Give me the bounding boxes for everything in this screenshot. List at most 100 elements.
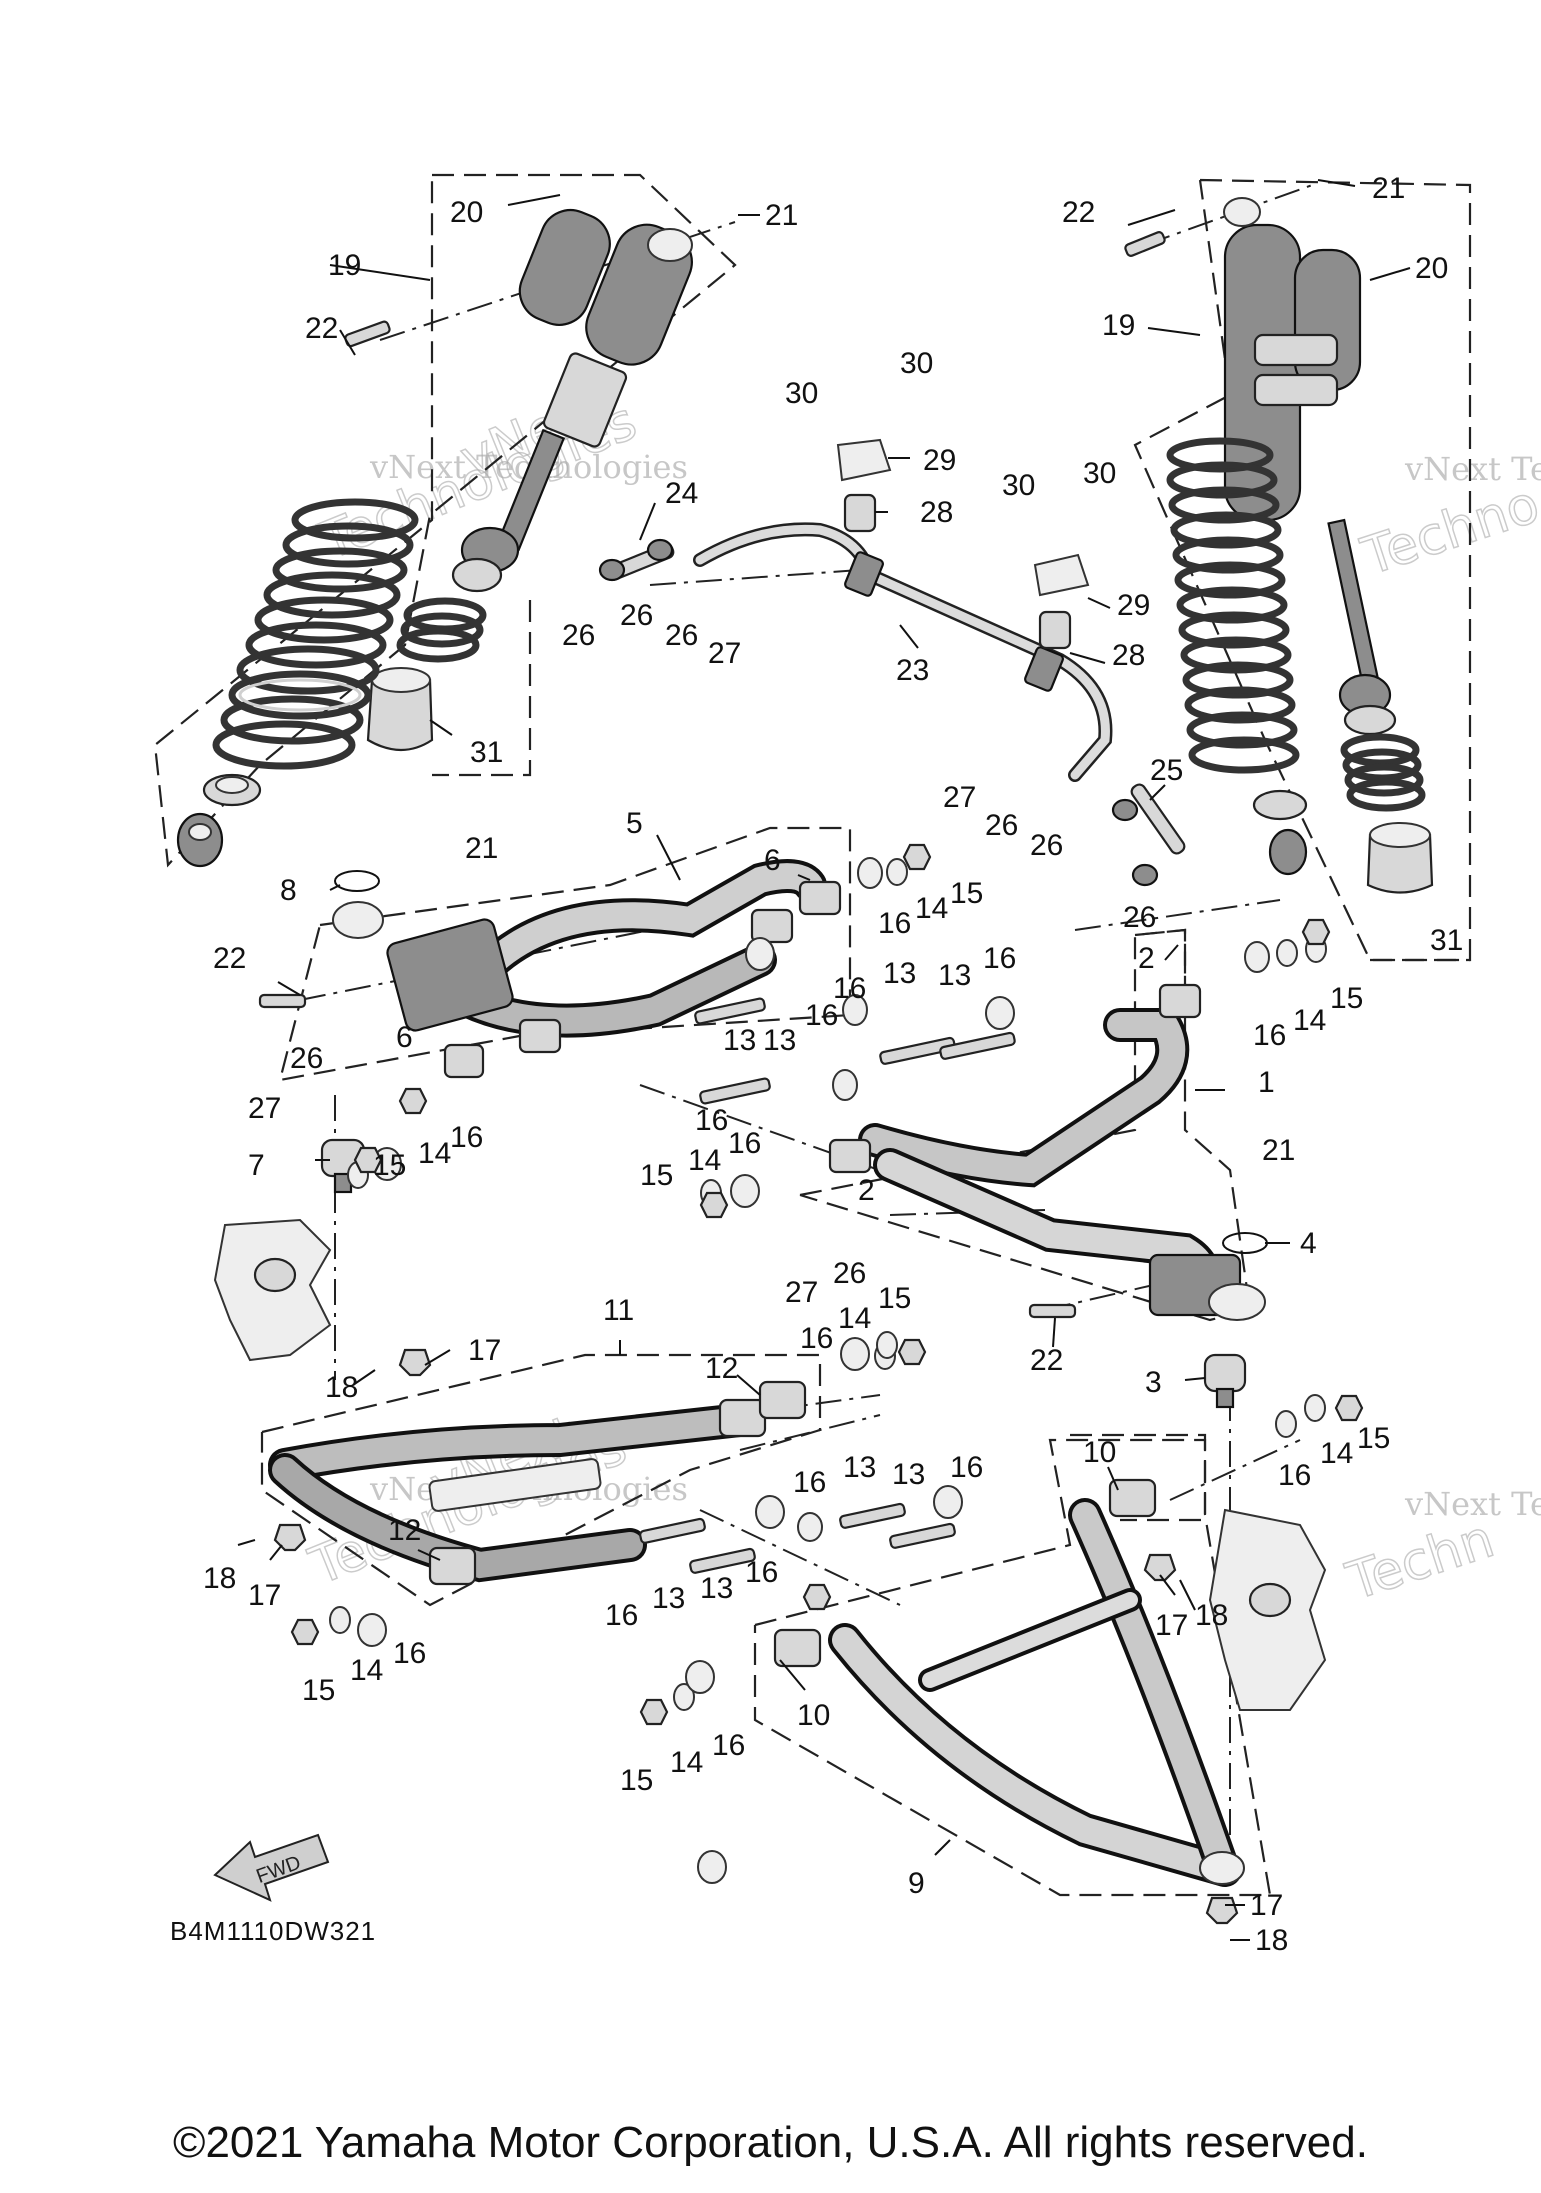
callout-17: 17 xyxy=(248,1579,281,1612)
callout-16: 16 xyxy=(983,942,1016,975)
callout-26: 26 xyxy=(1123,901,1156,934)
callout-5: 5 xyxy=(626,807,643,840)
callout-16: 16 xyxy=(800,1322,833,1355)
callout-30: 30 xyxy=(1083,457,1116,490)
callout-13: 13 xyxy=(763,1024,796,1057)
callout-26: 26 xyxy=(290,1042,323,1075)
callout-12: 12 xyxy=(388,1514,421,1547)
callout-22: 22 xyxy=(1062,196,1095,229)
callout-10: 10 xyxy=(797,1699,830,1732)
callout-18: 18 xyxy=(203,1562,236,1595)
callout-15: 15 xyxy=(640,1159,673,1192)
callout-6: 6 xyxy=(764,844,781,877)
stabilizer-link-left xyxy=(598,538,675,582)
right-spring-seat xyxy=(1252,789,1308,821)
callout-20: 20 xyxy=(450,196,483,229)
callout-14: 14 xyxy=(838,1302,871,1335)
callout-16: 16 xyxy=(712,1729,745,1762)
callout-31: 31 xyxy=(1430,924,1463,957)
callout-15: 15 xyxy=(878,1282,911,1315)
callout-13: 13 xyxy=(652,1582,685,1615)
callout-4: 4 xyxy=(1300,1227,1317,1260)
callout-15: 15 xyxy=(373,1149,406,1182)
callout-16: 16 xyxy=(805,999,838,1032)
callout-30: 30 xyxy=(785,377,818,410)
callout-22: 22 xyxy=(305,312,338,345)
callout-16: 16 xyxy=(605,1599,638,1632)
callout-11: 11 xyxy=(603,1294,634,1327)
callout-27: 27 xyxy=(248,1092,281,1125)
callout-28: 28 xyxy=(920,496,953,529)
right-knuckle xyxy=(1208,1508,1327,1711)
callout-22: 22 xyxy=(213,942,246,975)
callout-14: 14 xyxy=(418,1137,451,1170)
callout-15: 15 xyxy=(1357,1422,1390,1455)
callout-20: 20 xyxy=(1415,252,1448,285)
callout-16: 16 xyxy=(793,1466,826,1499)
callout-24: 24 xyxy=(665,477,698,510)
callout-2: 2 xyxy=(1138,942,1155,975)
callout-8: 8 xyxy=(280,874,297,907)
callout-19: 19 xyxy=(1102,309,1135,342)
callout-labels: 1 2 2 3 4 5 6 6 7 8 9 10 10 11 12 12 13 … xyxy=(203,172,1463,1957)
callout-27: 27 xyxy=(943,781,976,814)
callout-14: 14 xyxy=(688,1144,721,1177)
callout-13: 13 xyxy=(843,1451,876,1484)
callout-1: 1 xyxy=(1258,1066,1275,1099)
left-lower-shock-eye xyxy=(176,812,224,868)
ball-joint-3 xyxy=(1203,1353,1247,1409)
left-upper-arm xyxy=(332,859,842,1079)
callout-21: 21 xyxy=(1372,172,1405,205)
callout-14: 14 xyxy=(350,1654,383,1687)
callout-6: 6 xyxy=(396,1021,413,1054)
stabilizer-bracket-left xyxy=(836,438,892,533)
callout-31: 31 xyxy=(470,736,503,769)
callout-26: 26 xyxy=(985,809,1018,842)
callout-21: 21 xyxy=(465,832,498,865)
stabilizer-bar xyxy=(693,522,1113,782)
callout-29: 29 xyxy=(923,444,956,477)
callout-18: 18 xyxy=(325,1371,358,1404)
watermark-text: Techn xyxy=(1340,1509,1502,1613)
callout-23: 23 xyxy=(896,654,929,687)
callout-26: 26 xyxy=(1030,829,1063,862)
forward-arrow-icon: FWD xyxy=(213,1833,330,1902)
right-lower-arm xyxy=(773,1478,1245,1887)
callout-14: 14 xyxy=(915,892,948,925)
stabilizer-link-right xyxy=(1111,783,1186,887)
callout-15: 15 xyxy=(1330,982,1363,1015)
callout-16: 16 xyxy=(728,1127,761,1160)
callout-16: 16 xyxy=(878,907,911,940)
watermark-text: Techno xyxy=(1355,474,1541,587)
callout-10: 10 xyxy=(1083,1436,1116,1469)
callout-26: 26 xyxy=(833,1257,866,1290)
callout-16: 16 xyxy=(833,972,866,1005)
callout-27: 27 xyxy=(708,637,741,670)
callout-17: 17 xyxy=(1155,1609,1188,1642)
left-lower-arm xyxy=(268,1380,807,1586)
diagram-code: B4M1110DW321 xyxy=(170,1916,376,1946)
left-spring-seat-hole xyxy=(215,776,249,794)
callout-13: 13 xyxy=(892,1458,925,1491)
left-knuckle xyxy=(213,1218,332,1362)
callout-26: 26 xyxy=(562,619,595,652)
callout-7: 7 xyxy=(248,1149,265,1182)
callout-16: 16 xyxy=(950,1451,983,1484)
callout-14: 14 xyxy=(1320,1437,1353,1470)
callout-29: 29 xyxy=(1117,589,1150,622)
callout-16: 16 xyxy=(745,1556,778,1589)
callout-leaders xyxy=(237,179,1411,1941)
callout-18: 18 xyxy=(1255,1924,1288,1957)
callout-25: 25 xyxy=(1150,754,1183,787)
left-shock-absorber xyxy=(366,208,693,751)
callout-17: 17 xyxy=(468,1334,501,1367)
right-shock-small-spring xyxy=(1340,733,1426,812)
callout-13: 13 xyxy=(883,957,916,990)
assembly-boundaries xyxy=(153,173,1472,1897)
callout-30: 30 xyxy=(1002,469,1035,502)
left-shock-small-spring xyxy=(396,597,487,663)
callout-15: 15 xyxy=(302,1674,335,1707)
watermark-text: vNext Te xyxy=(1404,1485,1541,1523)
callout-27: 27 xyxy=(785,1276,818,1309)
